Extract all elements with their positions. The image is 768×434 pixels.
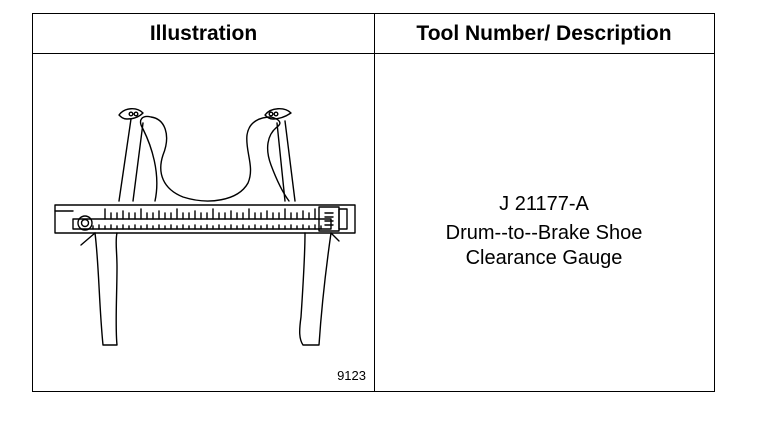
figure-number: 9123 xyxy=(337,368,366,383)
illustration-cell: 9123 xyxy=(33,55,374,391)
brake-gauge-icon xyxy=(54,108,356,346)
description-cell: J 21177-A Drum--to--Brake Shoe Clearance… xyxy=(375,55,713,391)
column-divider xyxy=(374,14,375,391)
header-illustration: Illustration xyxy=(149,21,258,45)
tool-number: J 21177-A xyxy=(499,193,589,215)
tool-description-line-2: Clearance Gauge xyxy=(465,247,623,269)
tool-table: Illustration Tool Number/ Description xyxy=(32,13,715,392)
tool-description: Drum--to--Brake Shoe Clearance Gauge xyxy=(375,221,713,271)
header-tool-description: Tool Number/ Description xyxy=(416,21,672,45)
header-divider xyxy=(33,53,714,54)
tool-description-line-1: Drum--to--Brake Shoe xyxy=(445,222,643,244)
